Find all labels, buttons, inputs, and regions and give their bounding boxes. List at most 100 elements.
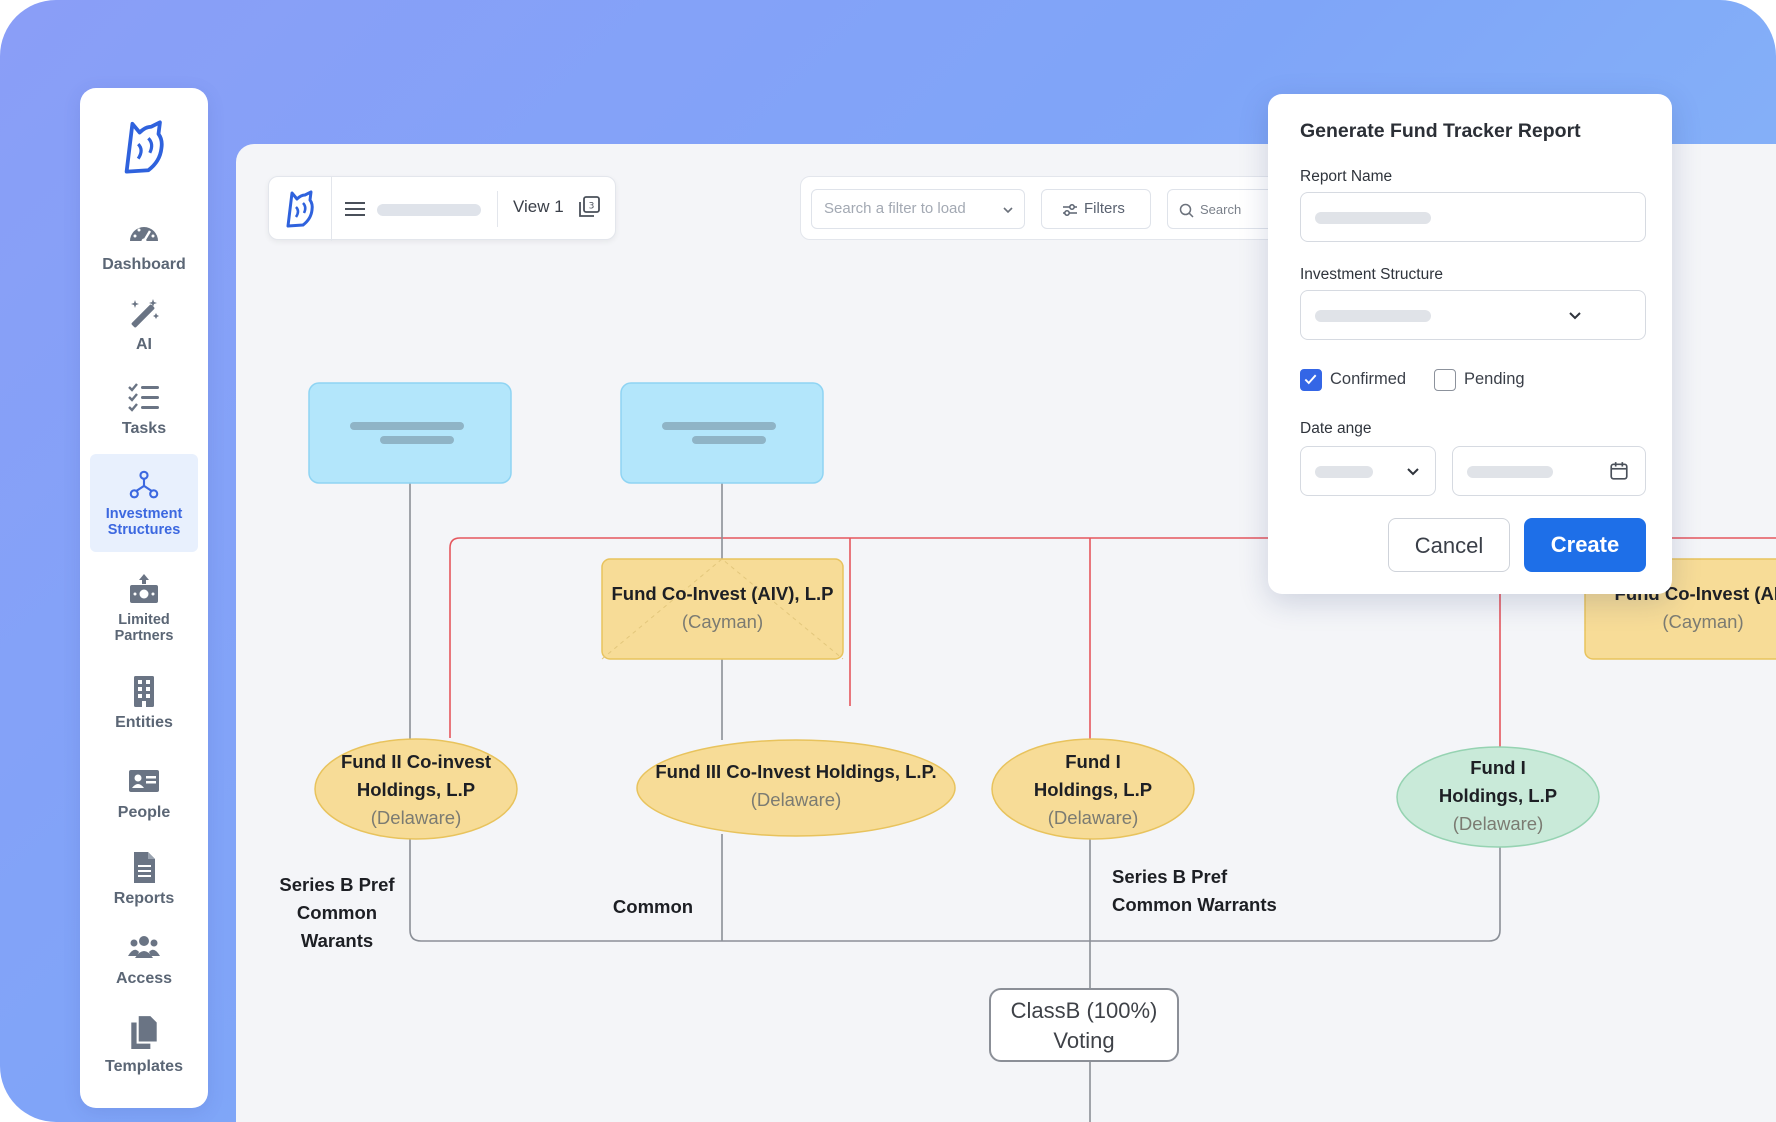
svg-text:3: 3 (589, 202, 595, 212)
sidebar-item-limited-partners[interactable]: Limited Partners (90, 572, 198, 644)
view-selector-label[interactable]: View 1 (513, 197, 564, 216)
filters-button[interactable]: Filters (1041, 189, 1151, 229)
menu-icon[interactable] (345, 201, 365, 217)
select-placeholder (1315, 466, 1373, 478)
date-preset-select[interactable] (1300, 446, 1436, 496)
edge-label-middle: Common (600, 893, 706, 921)
edge-label-left: Series B Pref Common Warants (270, 871, 404, 955)
create-button[interactable]: Create (1524, 518, 1646, 572)
edge-label-line: Common Warrants (1112, 894, 1277, 915)
confirmed-label[interactable]: Confirmed (1330, 370, 1407, 388)
node-name-line2: Holdings, L.P (356, 779, 476, 800)
copy-icon (131, 1016, 157, 1049)
input-placeholder (1467, 466, 1553, 478)
node-jurisdiction: (Delaware) (370, 807, 462, 828)
money-icon (130, 574, 158, 603)
sidebar-item-dashboard[interactable]: Dashboard (90, 216, 198, 274)
dialog-title: Generate Fund Tracker Report (1300, 120, 1581, 142)
owl-logo-icon[interactable] (283, 189, 317, 229)
edge-label-line: Common (296, 902, 378, 923)
report-name-input[interactable] (1300, 192, 1646, 242)
saved-filter-select[interactable]: Search a filter to load (811, 189, 1025, 229)
sidebar-item-label: Dashboard (102, 256, 186, 273)
date-picker-input[interactable] (1452, 446, 1646, 496)
node-jurisdiction: (Delaware) (1452, 813, 1544, 834)
edge-label-line: Series B Pref (279, 874, 395, 895)
edge-label-line: Series B Pref (1112, 866, 1228, 887)
owl-logo-icon[interactable] (118, 118, 170, 176)
sidebar-item-people[interactable]: People (90, 764, 198, 822)
node-name: Fund III Co-Invest Holdings, L.P. (655, 761, 937, 782)
generate-report-dialog: Generate Fund Tracker Report Report Name… (1268, 94, 1672, 594)
sidebar-item-entities[interactable]: Entities (90, 674, 198, 732)
sidebar-item-label: People (117, 804, 171, 821)
sliders-icon (1063, 204, 1077, 216)
cancel-button[interactable]: Cancel (1388, 518, 1510, 572)
chevron-down-icon (1003, 207, 1013, 214)
pending-checkbox[interactable] (1434, 369, 1456, 391)
checkmark-icon (1304, 374, 1317, 385)
saved-filter-placeholder: Search a filter to load (824, 200, 966, 217)
sidebar: Dashboard AI Tasks (80, 88, 208, 1108)
node-name-line2: Holdings, L.P (1033, 779, 1153, 800)
search-placeholder: Search (1200, 202, 1242, 217)
date-range-label: Date ange (1300, 420, 1372, 437)
voting-line1: ClassB (100%) (1010, 998, 1158, 1023)
pending-label[interactable]: Pending (1464, 370, 1525, 388)
sidebar-item-label: Access (115, 970, 173, 987)
node-name-line1: Fund I (1065, 751, 1121, 772)
building-icon (134, 676, 154, 707)
sidebar-item-label: Entities (115, 714, 173, 731)
coinvest-aiv-label[interactable]: Fund Co-Invest (AIV), L.P (Cayman) (602, 580, 843, 636)
sidebar-item-investment-structures[interactable]: Investment Structures (90, 454, 198, 552)
node-jurisdiction: (Delaware) (750, 789, 842, 810)
fund3-label[interactable]: Fund III Co-Invest Holdings, L.P. (Delaw… (637, 758, 955, 814)
view-toolbar: View 1 3 (268, 176, 616, 241)
voting-node[interactable]: ClassB (100%) Voting (989, 988, 1179, 1062)
node-jurisdiction: (Delaware) (1047, 807, 1139, 828)
sidebar-item-label: Reports (113, 890, 175, 907)
filters-label: Filters (1084, 200, 1125, 217)
views-count-icon[interactable]: 3 (577, 195, 601, 219)
edge-label-line: Common (612, 896, 694, 917)
search-icon (1179, 203, 1194, 218)
node-jurisdiction: (Cayman) (1662, 611, 1744, 632)
sidebar-item-access[interactable]: Access (90, 930, 198, 988)
node-name-line1: Fund I (1470, 757, 1526, 778)
sidebar-item-label: Investment Structures (105, 506, 183, 538)
sidebar-item-label: Templates (105, 1058, 183, 1075)
fund1b-label[interactable]: Fund I Holdings, L.P (Delaware) (1397, 754, 1599, 838)
sidebar-item-label: Limited Partners (114, 612, 174, 644)
sidebar-item-tasks[interactable]: Tasks (90, 380, 198, 438)
filter-toolbar: Search a filter to load Filters Search (800, 176, 1327, 240)
users-icon (128, 936, 160, 958)
sidebar-item-label: AI (136, 336, 152, 353)
title-placeholder (377, 204, 481, 216)
edge-label-right: Series B Pref Common Warrants (1112, 863, 1292, 919)
report-name-label: Report Name (1300, 168, 1393, 185)
investment-structure-select[interactable] (1300, 290, 1646, 340)
sidebar-item-templates[interactable]: Templates (90, 1012, 198, 1076)
toolbar-divider (497, 191, 498, 227)
voting-line2: Voting (1053, 1028, 1115, 1053)
id-card-icon (129, 770, 159, 792)
node-name: Fund Co-Invest (AIV), L.P (611, 583, 834, 604)
sidebar-item-reports[interactable]: Reports (90, 850, 198, 908)
tasks-icon (128, 383, 159, 412)
network-icon (129, 470, 159, 499)
confirmed-checkbox[interactable] (1300, 369, 1322, 391)
fund1a-label[interactable]: Fund I Holdings, L.P (Delaware) (992, 748, 1194, 832)
fund2-label[interactable]: Fund II Co-invest Holdings, L.P (Delawar… (315, 748, 517, 832)
node-name-line2: Holdings, L.P (1438, 785, 1558, 806)
dashboard-icon (130, 227, 158, 244)
document-icon (134, 852, 155, 883)
investment-structure-label: Investment Structure (1300, 266, 1444, 283)
calendar-icon[interactable] (1609, 461, 1629, 481)
input-placeholder (1315, 212, 1431, 224)
toolbar-divider (331, 177, 332, 241)
chevron-down-icon (1407, 468, 1419, 476)
chevron-down-icon (1569, 312, 1581, 320)
sidebar-item-ai[interactable]: AI (90, 296, 198, 354)
node-jurisdiction: (Cayman) (681, 611, 764, 632)
edge-label-line: Warants (300, 930, 374, 951)
